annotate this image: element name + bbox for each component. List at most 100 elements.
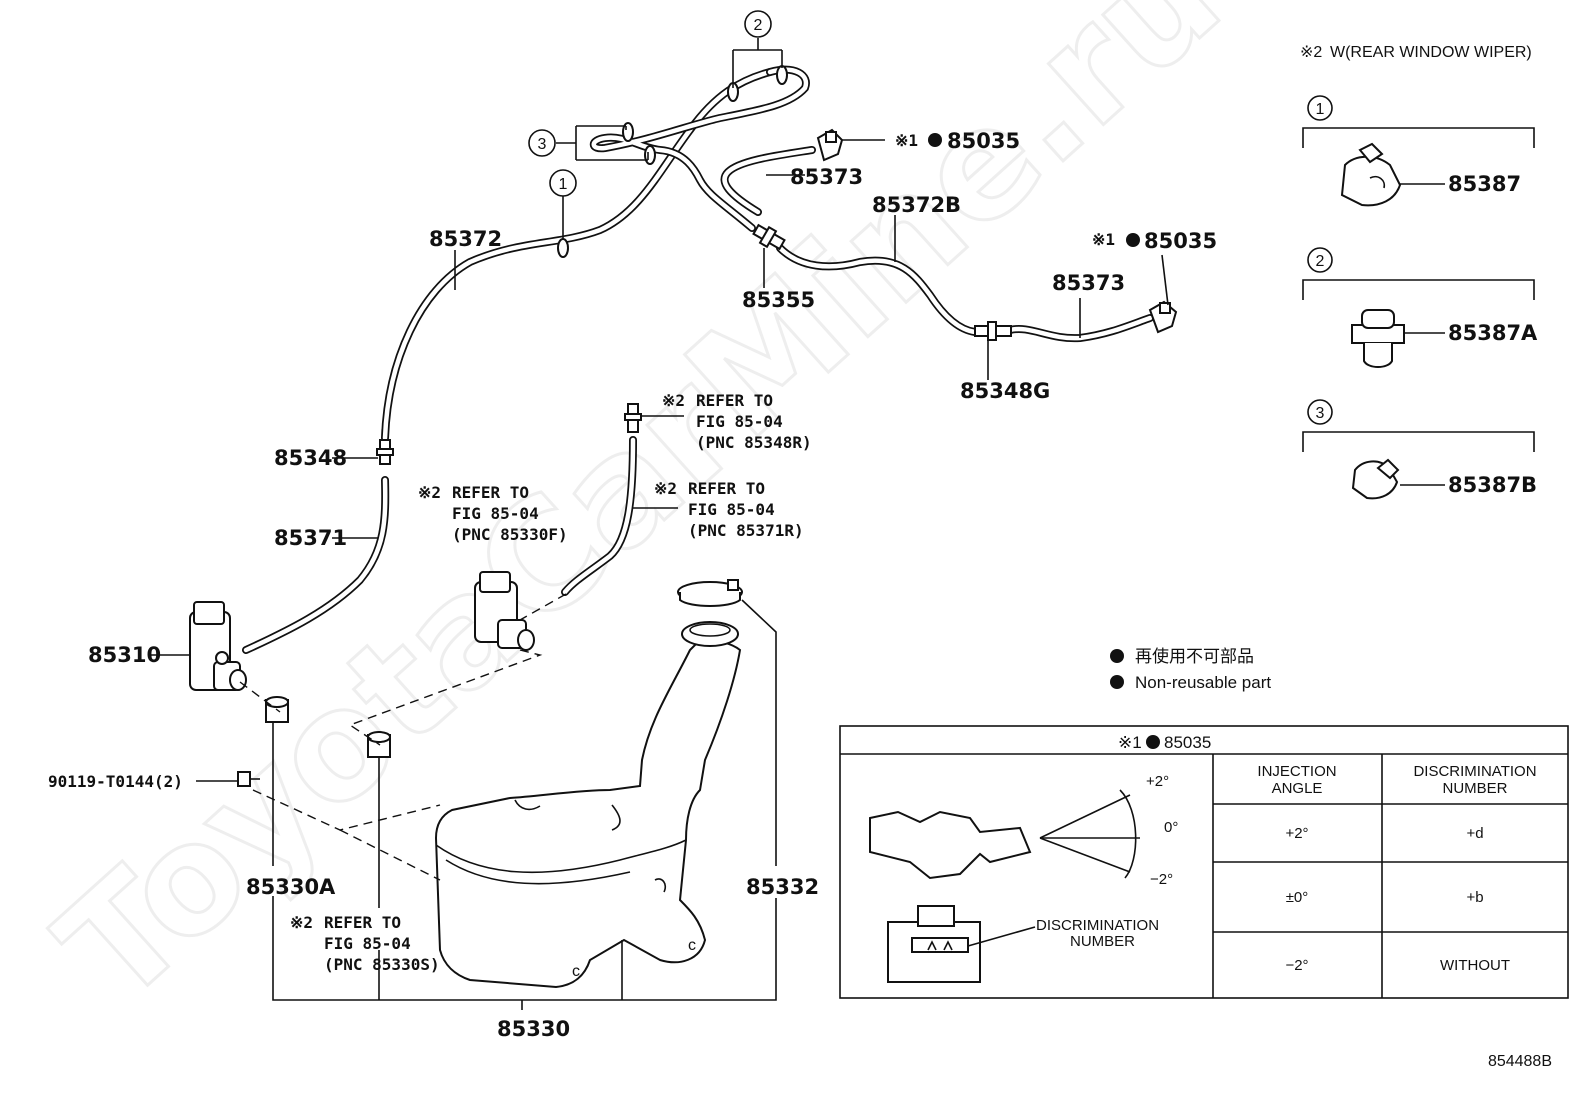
label-85348: 85348 [274, 446, 347, 470]
nozzle-discrimination-illustration: DISCRIMINATION NUMBER [887, 905, 1159, 983]
refer-note-85371R: ※2 REFER TO FIG 85-04 (PNC 85371R) [654, 479, 804, 540]
label-85373-mid: 85373 [1052, 271, 1125, 295]
clamp-85387B-icon [1351, 458, 1400, 500]
angle-zero-label: 0° [1164, 819, 1178, 836]
legend-en: Non-reusable part [1135, 673, 1271, 692]
svg-text:(PNC 85330F): (PNC 85330F) [452, 525, 568, 544]
inset-label-85387: 85387 [1448, 172, 1521, 196]
hose-85371 [242, 476, 390, 654]
hose-85372 [381, 68, 774, 442]
table-title-dot [1146, 735, 1160, 749]
grommet-rear [367, 731, 391, 758]
callout-1: 1 [549, 169, 577, 197]
hose-85372B [776, 244, 979, 336]
connector-85348G [974, 321, 1012, 341]
assembly-dashes [239, 593, 567, 881]
label-85330A: 85330A [246, 875, 336, 899]
non-reusable-dot-mid [1126, 233, 1140, 247]
svg-text:FIG 85-04: FIG 85-04 [696, 412, 783, 431]
hose-85373-top [720, 146, 816, 216]
leader-lines [148, 38, 1169, 1010]
row2-number: +b [1466, 889, 1483, 906]
connector-85355 [752, 223, 786, 251]
svg-text:3: 3 [1316, 405, 1325, 422]
svg-text:3: 3 [538, 136, 547, 153]
diagram-code: 854488B [1488, 1053, 1552, 1070]
inset-title: W(REAR WINDOW WIPER) [1330, 44, 1532, 61]
washer-tank: c c [434, 621, 742, 989]
non-reusable-dot-top [928, 133, 942, 147]
hose-loop-upper [589, 65, 810, 232]
label-85035-mid: 85035 [1144, 229, 1217, 253]
svg-text:※2: ※2 [290, 913, 313, 932]
disc-label-2: NUMBER [1070, 933, 1135, 950]
svg-text:REFER TO: REFER TO [452, 483, 529, 502]
grommet-85330A [265, 696, 289, 723]
label-85355: 85355 [742, 288, 815, 312]
svg-text:2: 2 [1316, 253, 1325, 270]
svg-text:※2: ※2 [654, 479, 677, 498]
nozzle-spray-illustration: +2° 0° −2° [869, 773, 1178, 888]
row2-angle: ±0° [1286, 889, 1309, 906]
label-85373-top: 85373 [790, 165, 863, 189]
svg-text:FIG 85-04: FIG 85-04 [452, 504, 539, 523]
bolt-90119 [237, 771, 260, 787]
washer-pump-rear [474, 571, 535, 651]
note1-mark-top: ※1 [895, 131, 918, 150]
table-title: 85035 [1164, 733, 1211, 752]
svg-text:(PNC 85371R): (PNC 85371R) [688, 521, 804, 540]
col2-header-2: NUMBER [1442, 780, 1507, 797]
callout-2: 2 [744, 10, 772, 38]
svg-text:1: 1 [559, 176, 568, 193]
col1-header-1: INJECTION [1257, 763, 1336, 780]
col2-header-1: DISCRIMINATION [1413, 763, 1536, 780]
callout-3: 3 [528, 129, 556, 157]
clamp-85387-icon [1340, 142, 1402, 207]
connector-rear-top [624, 403, 642, 433]
label-85348G: 85348G [960, 379, 1050, 403]
label-85330: 85330 [497, 1017, 570, 1041]
disc-label-1: DISCRIMINATION [1036, 917, 1159, 934]
label-90119: 90119-T0144(2) [48, 772, 183, 791]
row1-angle: +2° [1285, 825, 1308, 842]
refer-note-85330S: ※2 REFER TO FIG 85-04 (PNC 85330S) [290, 913, 440, 974]
legend-jp: 再使用不可部品 [1135, 646, 1254, 666]
svg-text:REFER TO: REFER TO [696, 391, 773, 410]
hose-rear [561, 436, 637, 596]
clamp-85387A-icon [1351, 309, 1405, 368]
refer-note-85348R: ※2 REFER TO FIG 85-04 (PNC 85348R) [662, 391, 812, 452]
row3-angle: −2° [1285, 957, 1308, 974]
label-85310: 85310 [88, 643, 161, 667]
nozzle-85035-mid [1148, 300, 1178, 334]
table-note-mark: ※1 [1118, 733, 1142, 752]
svg-text:c: c [572, 963, 580, 980]
label-85035-top: 85035 [947, 129, 1020, 153]
refer-note-85330F: ※2 REFER TO FIG 85-04 (PNC 85330F) [418, 483, 568, 544]
washer-pump-front [189, 601, 247, 691]
svg-text:FIG 85-04: FIG 85-04 [324, 934, 411, 953]
label-85332: 85332 [746, 875, 819, 899]
note1-mark-mid: ※1 [1092, 230, 1115, 249]
svg-text:※2: ※2 [662, 391, 685, 410]
col1-header-2: ANGLE [1272, 780, 1323, 797]
svg-text:REFER TO: REFER TO [324, 913, 401, 932]
label-85372B: 85372B [872, 193, 961, 217]
svg-text:※2: ※2 [418, 483, 441, 502]
label-85372: 85372 [429, 227, 502, 251]
row1-number: +d [1466, 825, 1483, 842]
nozzle-85035-top [816, 128, 844, 162]
connector-85348 [376, 439, 394, 465]
nozzle-table: ※1 85035 +2° 0° −2° DISCRIMINATION NUMBE… [839, 725, 1569, 999]
row3-number: WITHOUT [1440, 957, 1510, 974]
svg-text:2: 2 [754, 17, 763, 34]
inset-label-85387A: 85387A [1448, 321, 1538, 345]
angle-minus-label: −2° [1150, 871, 1173, 888]
svg-text:(PNC 85330S): (PNC 85330S) [324, 955, 440, 974]
inset-rear-wiper: ※2 W(REAR WINDOW WIPER) 1 85387 2 85387A… [1300, 44, 1538, 500]
svg-text:1: 1 [1316, 101, 1325, 118]
tank-cap-85332 [677, 579, 743, 607]
label-85371: 85371 [274, 526, 347, 550]
angle-plus-label: +2° [1146, 773, 1169, 790]
svg-text:c: c [688, 937, 696, 954]
